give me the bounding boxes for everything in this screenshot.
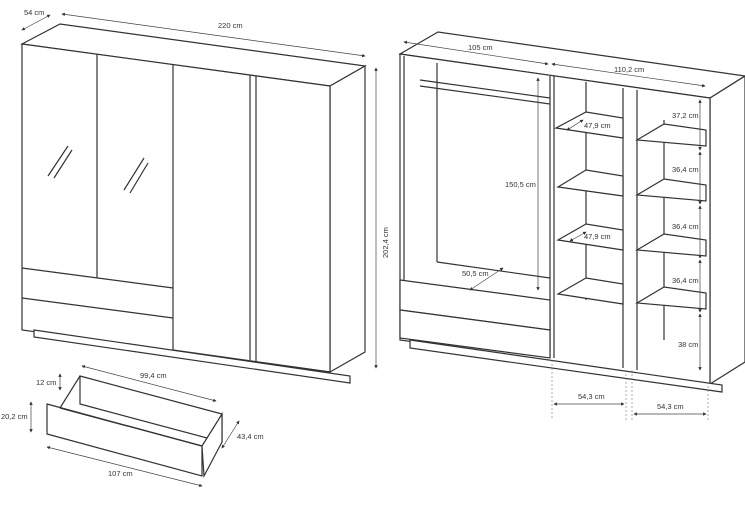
shelf-height-label: 38 cm <box>678 340 698 349</box>
width-label: 220 cm <box>218 21 243 30</box>
closed-wardrobe: 54 cm 220 cm 202,4 cm <box>20 8 390 384</box>
shelf-height-dimensions: 37,2 cm 36,4 cm 36,4 cm 36,4 cm 38 cm <box>672 99 702 371</box>
drawer-2 <box>399 309 551 359</box>
right-width-label: 110,2 cm <box>614 65 644 74</box>
drawer-front-width-label: 107 cm <box>108 469 133 478</box>
plinth <box>33 329 351 384</box>
shelf-height-label: 36,4 cm <box>672 276 699 285</box>
shelves <box>554 111 707 310</box>
drawer-depth-label: 43,4 cm <box>237 432 264 441</box>
shelf-depth-label-2: 47,9 cm <box>584 232 611 241</box>
depth-label: 54 cm <box>24 8 44 17</box>
hanging-height-label: 150,5 cm <box>505 180 536 189</box>
mirror-glare-icon <box>47 145 149 194</box>
drawer-side-height-label: 12 cm <box>36 378 56 387</box>
bottom-depth-label: 50,5 cm <box>462 269 489 278</box>
left-width-label: 105 cm <box>468 43 493 52</box>
height-label: 202,4 cm <box>381 227 390 258</box>
open-wardrobe: 105 cm 110,2 cm 150,5 cm 47,9 cm 47,9 cm… <box>398 31 745 420</box>
shelf-height-label: 37,2 cm <box>672 111 699 120</box>
side-face <box>329 64 366 374</box>
shelf-depth-label-1: 47,9 cm <box>584 121 611 130</box>
shelf-height-label: 36,4 cm <box>672 165 699 174</box>
section-width-label-1: 54,3 cm <box>578 392 605 401</box>
drawer-front-height-label: 20,2 cm <box>1 412 28 421</box>
shelf-height-label: 36,4 cm <box>672 222 699 231</box>
front-face <box>21 43 331 373</box>
drawer: 12 cm 99,4 cm 20,2 cm 43,4 cm 107 cm <box>1 365 264 487</box>
section-width-label-2: 54,3 cm <box>657 402 684 411</box>
drawer-inner-width-label: 99,4 cm <box>140 371 167 380</box>
